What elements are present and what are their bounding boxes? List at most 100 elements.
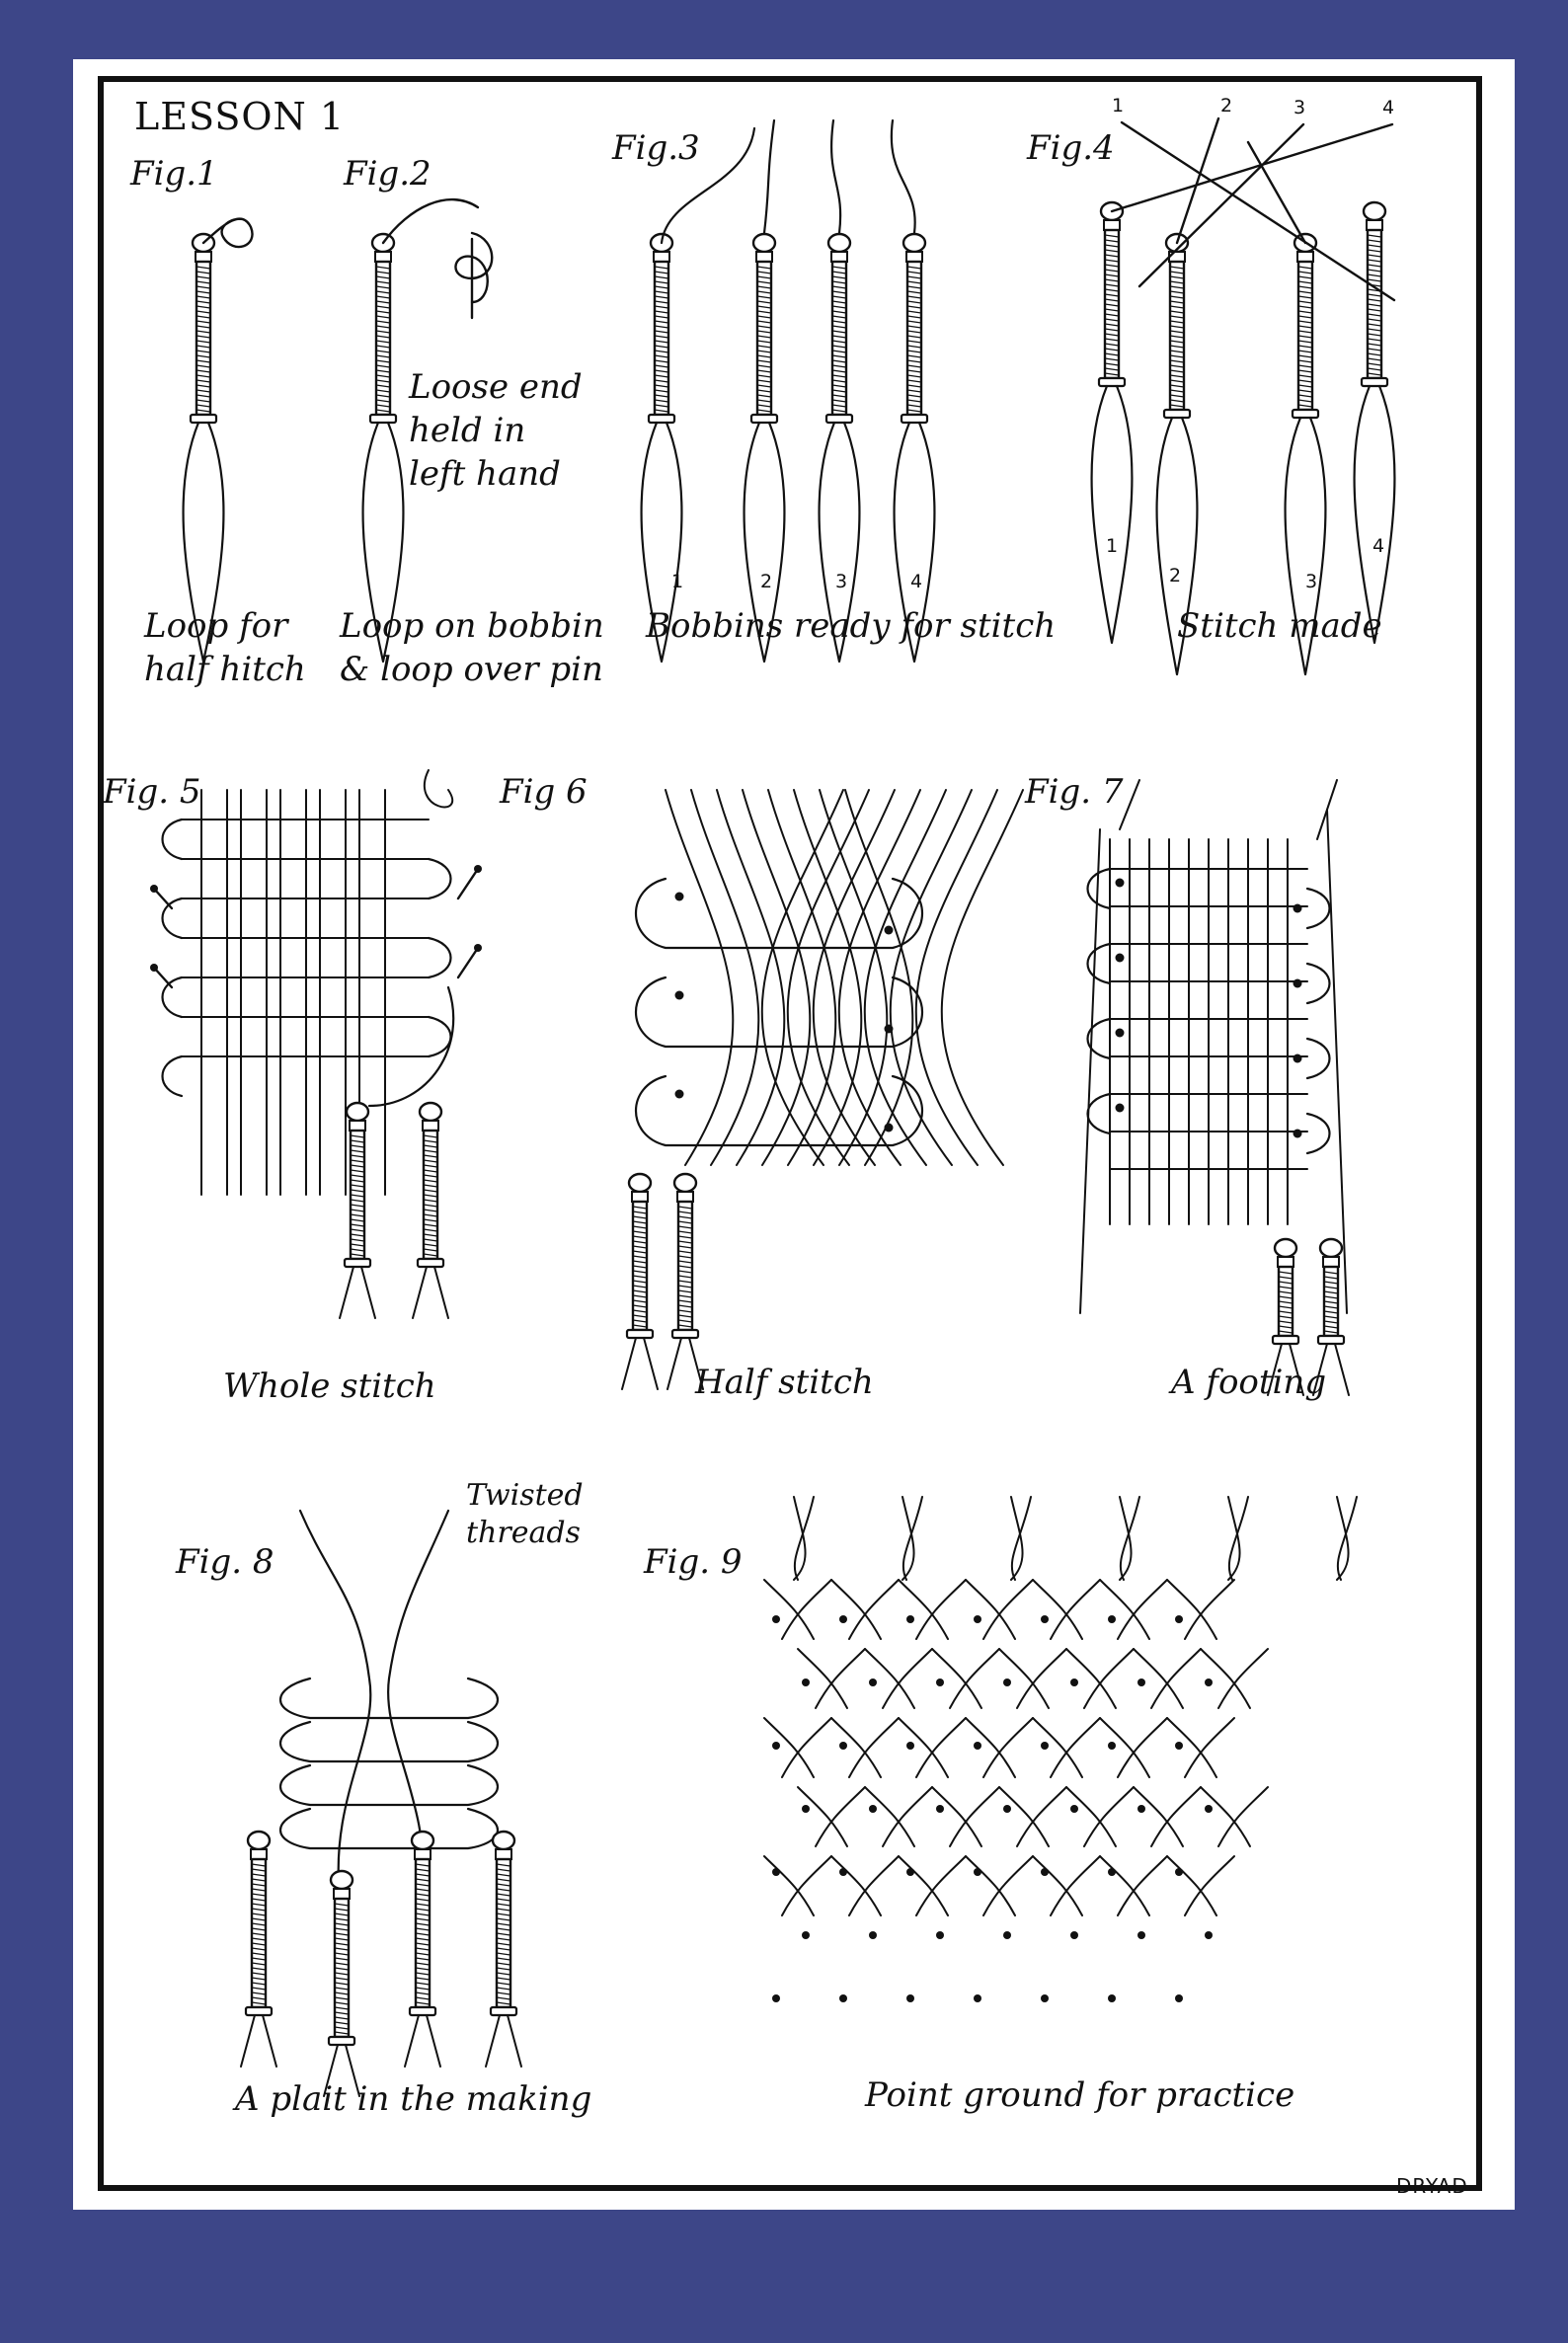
wound-thread — [1367, 357, 1382, 361]
pin-hole — [1108, 1742, 1116, 1750]
pin-hole — [839, 1742, 847, 1750]
wound-thread — [196, 330, 211, 334]
wound-thread — [423, 1209, 438, 1212]
twisted-thread — [1217, 1786, 1269, 1847]
bobbin-neck — [755, 251, 773, 263]
thread — [1120, 120, 1396, 302]
wound-thread — [1367, 269, 1382, 273]
wound-thread — [677, 1260, 693, 1264]
wound-thread — [334, 2026, 350, 2030]
wound-thread — [1367, 303, 1382, 307]
wound-thread — [632, 1245, 648, 1249]
twisted-thread — [982, 1855, 1034, 1916]
wound-thread — [423, 1154, 438, 1158]
wound-thread — [1169, 330, 1185, 334]
wound-thread — [415, 1922, 431, 1926]
wound-thread — [831, 275, 847, 279]
wound-thread — [1169, 345, 1185, 349]
bobbin-head — [1273, 1237, 1298, 1259]
thread — [829, 118, 842, 235]
wound-thread — [415, 1982, 431, 1986]
wound-thread — [1297, 280, 1313, 284]
bobbin — [1284, 232, 1327, 676]
wound-thread — [677, 1285, 693, 1289]
wound-thread — [375, 350, 391, 353]
fig-2-caption-line-1: Loop on bobbin — [340, 606, 604, 646]
wound-thread — [196, 354, 211, 358]
wound-thread — [334, 1908, 350, 1912]
wound-thread — [375, 364, 391, 368]
thread — [890, 118, 916, 235]
wound-thread — [334, 1917, 350, 1921]
bobbin — [640, 232, 683, 664]
pin-hole — [884, 1024, 894, 1034]
wound-thread — [334, 1987, 350, 1991]
thread — [1119, 779, 1140, 830]
wound-thread — [831, 300, 847, 304]
wound-thread — [375, 359, 391, 363]
fig-9-label: Fig. 9 — [644, 1542, 743, 1582]
twisted-thread — [763, 1855, 815, 1916]
wound-thread — [350, 1218, 365, 1222]
twisted-thread — [1166, 1855, 1217, 1916]
pin-hole — [1108, 1615, 1116, 1623]
wound-thread — [1169, 271, 1185, 274]
wound-thread — [251, 1932, 267, 1936]
wound-thread — [756, 389, 772, 393]
bobbin-neck — [1277, 1256, 1294, 1268]
wound-thread — [632, 1265, 648, 1269]
wound-thread — [496, 1952, 511, 1956]
bobbin-tail — [1284, 416, 1327, 676]
wound-thread — [415, 1967, 431, 1971]
twisted-thread — [1050, 1717, 1101, 1778]
wound-thread — [350, 1228, 365, 1232]
wound-thread — [1297, 389, 1313, 393]
wound-thread — [251, 1952, 267, 1956]
wound-thread — [1169, 295, 1185, 299]
wound-thread — [632, 1299, 648, 1303]
thread — [1227, 1496, 1249, 1581]
wound-thread — [1104, 269, 1120, 273]
twisted-thread — [1032, 1579, 1083, 1640]
wound-thread — [375, 320, 391, 324]
wound-thread — [654, 280, 669, 284]
wound-thread — [1278, 1271, 1294, 1275]
wound-thread — [677, 1220, 693, 1224]
thread — [786, 789, 870, 1166]
pin-hole — [1003, 1931, 1011, 1939]
thread — [666, 1337, 682, 1390]
wound-thread — [831, 266, 847, 270]
thread — [621, 1337, 637, 1390]
wound-thread — [654, 364, 669, 368]
wound-thread — [1169, 335, 1185, 339]
pin-hole — [1108, 1868, 1116, 1876]
wound-thread — [1104, 328, 1120, 332]
wound-thread — [632, 1314, 648, 1318]
thread — [381, 197, 480, 245]
wound-thread — [654, 266, 669, 270]
fig-4-caption: Stitch made — [1177, 606, 1382, 646]
twisted-thread — [1133, 1648, 1184, 1709]
wound-thread — [1367, 338, 1382, 342]
wound-thread — [251, 1868, 267, 1872]
wound-thread — [375, 330, 391, 334]
wound-thread — [196, 409, 211, 413]
wound-thread — [1169, 315, 1185, 319]
wound-thread — [415, 1868, 431, 1872]
pin-hole — [1293, 1054, 1302, 1063]
wound-thread — [831, 354, 847, 358]
pin-hole — [1070, 1931, 1078, 1939]
thread — [240, 2014, 256, 2068]
wound-thread — [415, 1878, 431, 1882]
wound-thread — [906, 295, 922, 299]
wound-thread — [756, 345, 772, 349]
wound-thread — [1169, 285, 1185, 289]
edge-turn — [1086, 1092, 1112, 1135]
bobbin-neck — [676, 1191, 694, 1203]
fig-3-caption: Bobbins ready for stitch — [646, 606, 1057, 646]
pin-hole — [1041, 1868, 1049, 1876]
wound-thread — [1297, 295, 1313, 299]
twisted-thread — [1184, 1579, 1235, 1640]
wound-thread — [756, 340, 772, 344]
wound-thread — [1278, 1300, 1294, 1304]
